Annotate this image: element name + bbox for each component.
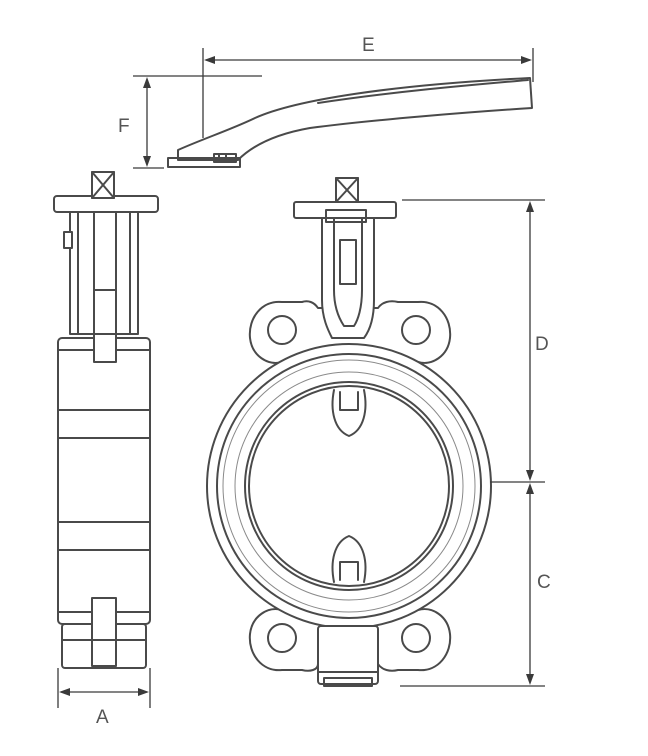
dimension-e: E <box>202 35 534 138</box>
dimension-c: C <box>400 483 551 687</box>
valve-front-view <box>206 177 492 687</box>
dimension-c-label: C <box>537 572 551 593</box>
valve-side-view <box>53 171 159 669</box>
lever-handle <box>167 77 533 168</box>
dimension-e-label: E <box>362 35 375 56</box>
dimension-d: D <box>402 199 549 483</box>
dimension-f: F <box>118 75 262 169</box>
dimension-f-label: F <box>118 116 130 137</box>
dimension-a: A <box>57 668 151 728</box>
dimension-d-label: D <box>535 334 549 355</box>
dimension-a-label: A <box>96 707 109 728</box>
